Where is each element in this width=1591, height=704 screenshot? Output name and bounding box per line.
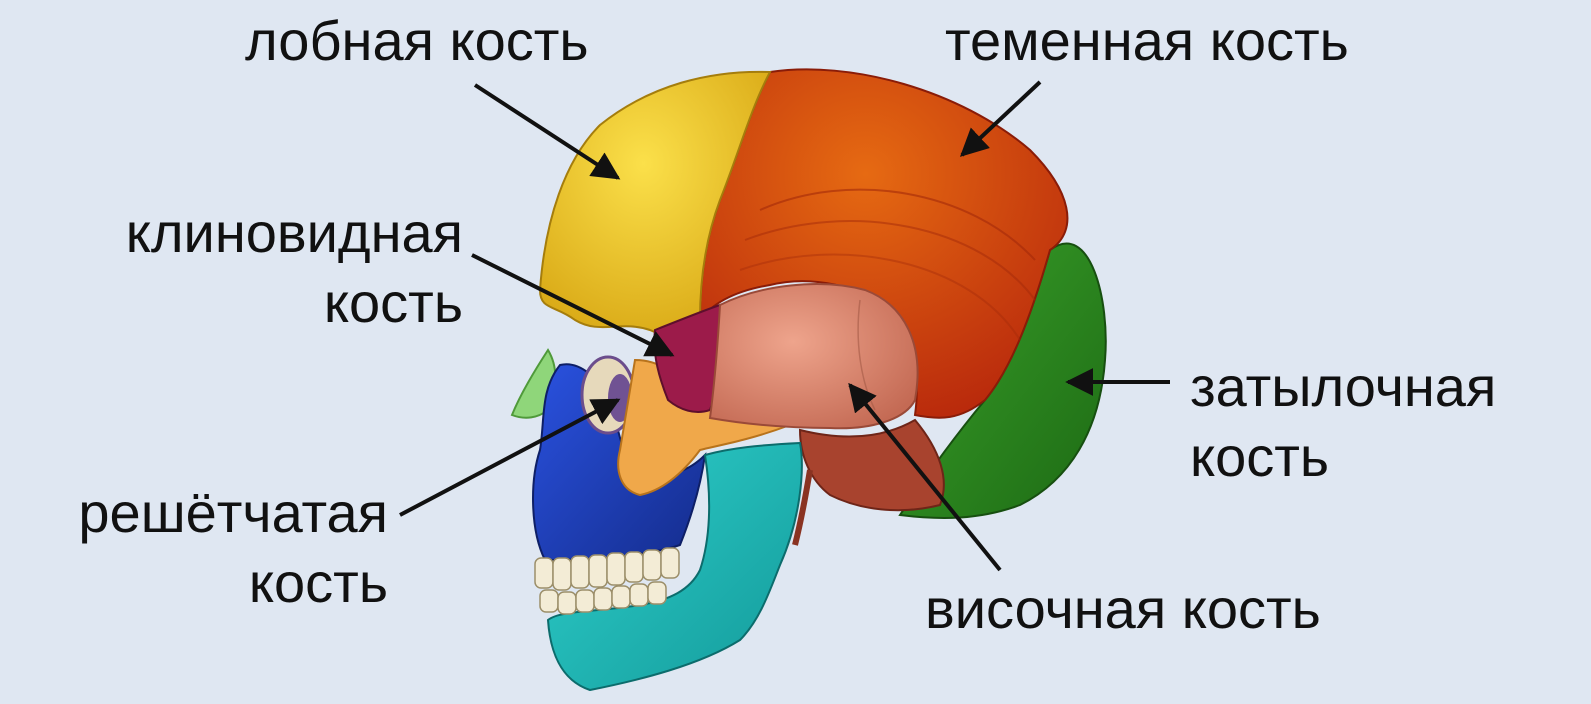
- label-sphenoid: клиновидная кость: [126, 198, 463, 338]
- label-parietal: теменная кость: [945, 6, 1349, 76]
- label-frontal: лобная кость: [245, 6, 589, 76]
- label-ethmoid: решётчатая кость: [78, 478, 388, 618]
- label-occipital: затылочная кость: [1190, 352, 1496, 492]
- label-temporal: височная кость: [925, 574, 1321, 644]
- temporal-bone: [710, 284, 918, 428]
- teeth: [535, 548, 679, 614]
